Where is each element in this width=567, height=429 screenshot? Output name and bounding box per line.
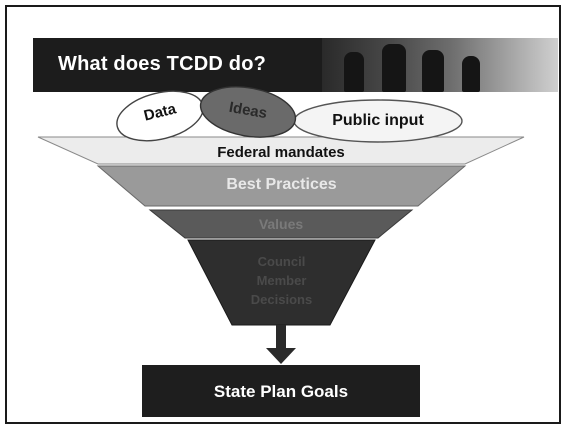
state-plan-goals-label: State Plan Goals [213, 382, 349, 401]
title-photo [322, 38, 558, 92]
member-label: Member [256, 273, 307, 288]
public-input-label: Public input [332, 112, 424, 129]
down-arrow-icon [276, 325, 286, 351]
ellipse-ideas [199, 86, 297, 138]
funnel-level-council [187, 239, 376, 326]
funnel-level-best-practices [96, 165, 467, 207]
down-arrow-head [266, 348, 296, 364]
state-plan-goals-box [142, 365, 420, 417]
best-practices-label: Best Practices [226, 176, 337, 193]
slide-title: What does TCDD do? [58, 53, 267, 75]
decisions-label: Decisions [250, 292, 313, 307]
council-label: Council [257, 254, 306, 269]
funnel-level-values [148, 209, 414, 239]
federal-mandates-label: Federal mandates [217, 144, 345, 161]
values-label: Values [258, 216, 304, 232]
